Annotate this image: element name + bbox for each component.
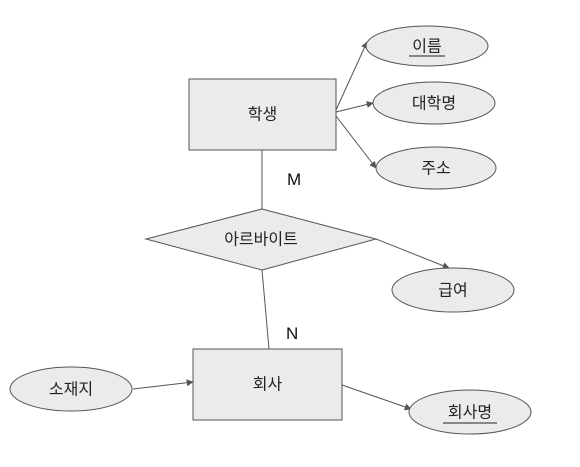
connector-relationship-company — [261, 269, 270, 350]
attribute-university-label: 대학명 — [412, 94, 456, 113]
attribute-company-name-label: 회사명 — [448, 403, 492, 422]
entity-student-label: 학생 — [248, 105, 277, 124]
attribute-location-label: 소재지 — [49, 380, 93, 399]
connector-location-company — [132, 379, 194, 390]
attribute-address-label: 주소 — [421, 159, 450, 178]
cardinality-m: M — [287, 170, 301, 189]
entity-company-label: 회사 — [253, 375, 283, 394]
connector-student-name — [335, 41, 368, 111]
attribute-university[interactable]: 대학명 — [372, 81, 496, 125]
attribute-salary[interactable]: 급여 — [391, 267, 515, 313]
cardinality-n: N — [286, 324, 298, 343]
relationship-parttime[interactable]: 아르바이트 — [144, 208, 378, 271]
attribute-location[interactable]: 소재지 — [9, 366, 133, 412]
entity-company[interactable]: 회사 — [192, 348, 343, 421]
connector-relationship-salary — [375, 238, 450, 269]
attribute-address[interactable]: 주소 — [375, 146, 497, 190]
connector-student-address — [335, 115, 377, 169]
entity-student[interactable]: 학생 — [188, 78, 337, 151]
attribute-name-label: 이름 — [412, 37, 441, 56]
connector-company-companyname — [341, 384, 412, 411]
connectors — [132, 41, 450, 411]
attribute-company-name[interactable]: 회사명 — [408, 389, 532, 435]
relationship-label: 아르바이트 — [224, 230, 298, 249]
attribute-salary-label: 급여 — [438, 281, 467, 300]
attribute-name[interactable]: 이름 — [365, 25, 489, 67]
connector-student-university — [335, 101, 374, 113]
